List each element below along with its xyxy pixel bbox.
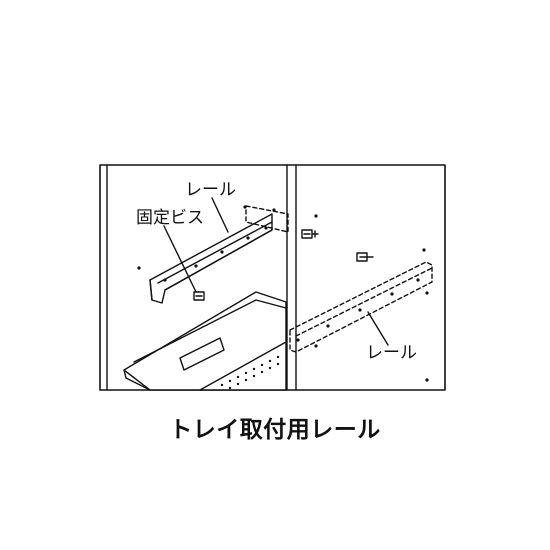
diagram-caption: トレイ取付用レール: [169, 417, 381, 443]
label-screw: 固定ビス: [136, 208, 204, 228]
leader-screw: [163, 225, 197, 293]
label-rail-top: レール: [185, 180, 236, 200]
left-rail: [149, 213, 273, 304]
leader-rail-top: [211, 197, 229, 233]
screw-top: [301, 229, 319, 239]
tray-vent-holes: [220, 355, 280, 390]
screw-right: [356, 252, 374, 262]
mounting-holes: [137, 205, 429, 382]
label-rail-right: レール: [366, 343, 417, 363]
right-rail-dashed: [289, 261, 433, 353]
leader-rail-right: [367, 311, 389, 346]
tray: [123, 291, 287, 391]
screw-lower: [193, 291, 205, 301]
